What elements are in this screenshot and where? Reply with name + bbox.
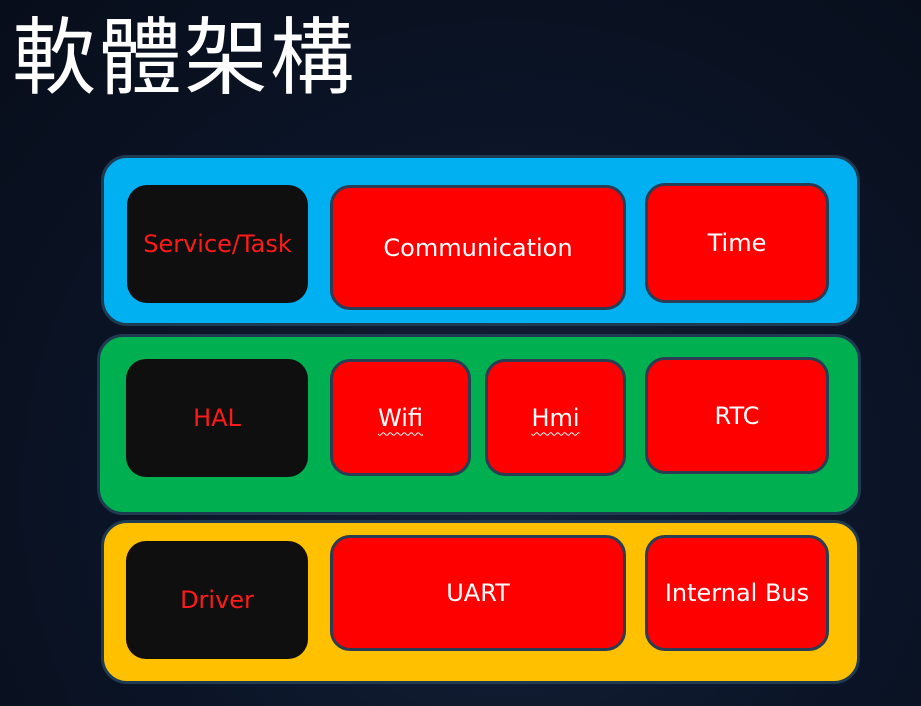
driver-label: Driver	[126, 541, 308, 659]
rtc-module: RTC	[645, 357, 829, 474]
uart-module: UART	[330, 535, 626, 651]
hal-label: HAL	[126, 359, 308, 477]
service-task-label: Service/Task	[127, 185, 308, 303]
time-module: Time	[645, 183, 829, 303]
hmi-module-label: Hmi	[531, 403, 580, 432]
hmi-module: Hmi	[485, 359, 626, 476]
internal-bus-module: Internal Bus	[645, 535, 829, 651]
communication-module: Communication	[330, 185, 626, 310]
page-title: 軟體架構	[12, 9, 357, 107]
wifi-module: Wifi	[330, 359, 471, 476]
wifi-module-label: Wifi	[378, 403, 423, 432]
